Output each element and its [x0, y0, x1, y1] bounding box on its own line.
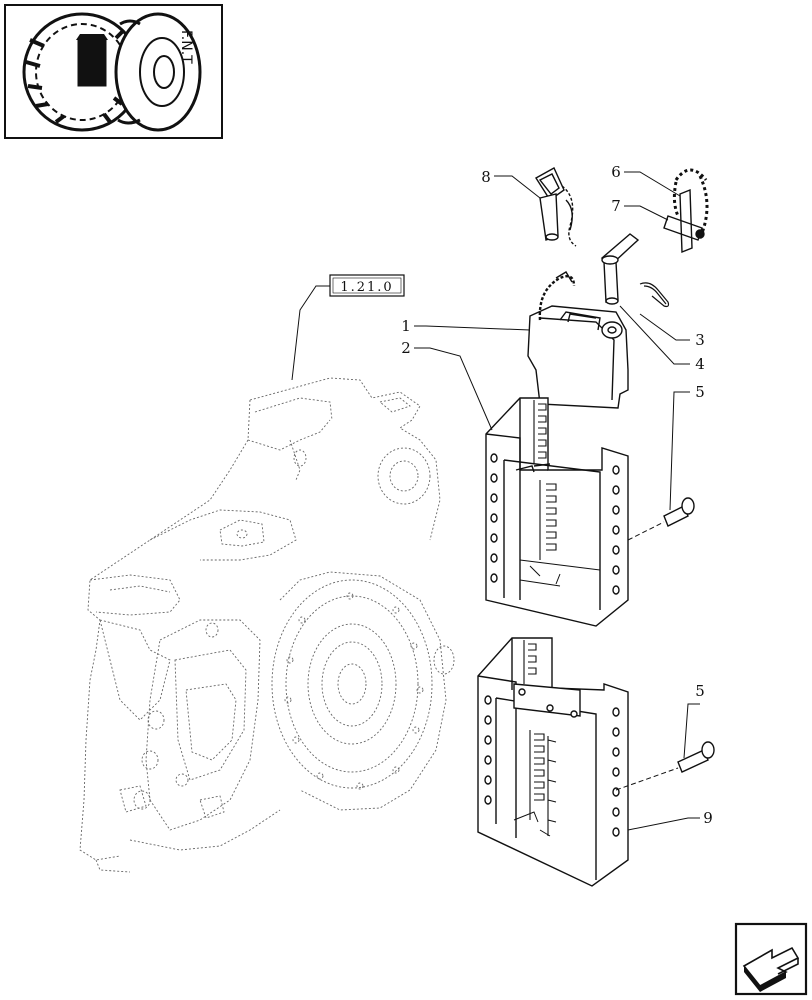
reference-box[interactable]: 1.21.0 — [329, 274, 405, 297]
tractor-thumbnail: F.N.T — [4, 4, 223, 139]
callout-8: 8 — [481, 168, 491, 186]
callout-6: 6 — [611, 163, 621, 181]
callout-4: 4 — [695, 355, 705, 373]
callout-2: 2 — [401, 339, 411, 357]
reference-leader — [291, 285, 330, 381]
part-5-bolt-lower — [615, 741, 715, 791]
callout-5-lower: 5 — [695, 682, 705, 700]
transmission-housing — [79, 377, 455, 873]
callout-7: 7 — [611, 197, 621, 215]
part-5-bolt-upper — [627, 497, 695, 541]
callout-3: 3 — [695, 331, 705, 349]
part-1-hitch-jaw — [527, 271, 629, 409]
callout-leaders — [414, 171, 700, 831]
part-6-7-chain-pin — [663, 168, 709, 254]
part-9-frame-lower — [477, 637, 629, 887]
part-2-frame-upper — [485, 397, 629, 627]
callout-9: 9 — [703, 809, 713, 827]
part-4-pin — [600, 233, 640, 305]
part-8-lynch-pin — [535, 167, 577, 247]
part-3-spring-clip — [639, 282, 670, 308]
next-page-arrow-icon[interactable] — [734, 922, 808, 996]
thumbnail-text: F.N.T — [178, 30, 194, 64]
reference-box-label: 1.21.0 — [340, 280, 393, 295]
callout-5-upper: 5 — [695, 383, 705, 401]
callout-1: 1 — [401, 317, 411, 335]
